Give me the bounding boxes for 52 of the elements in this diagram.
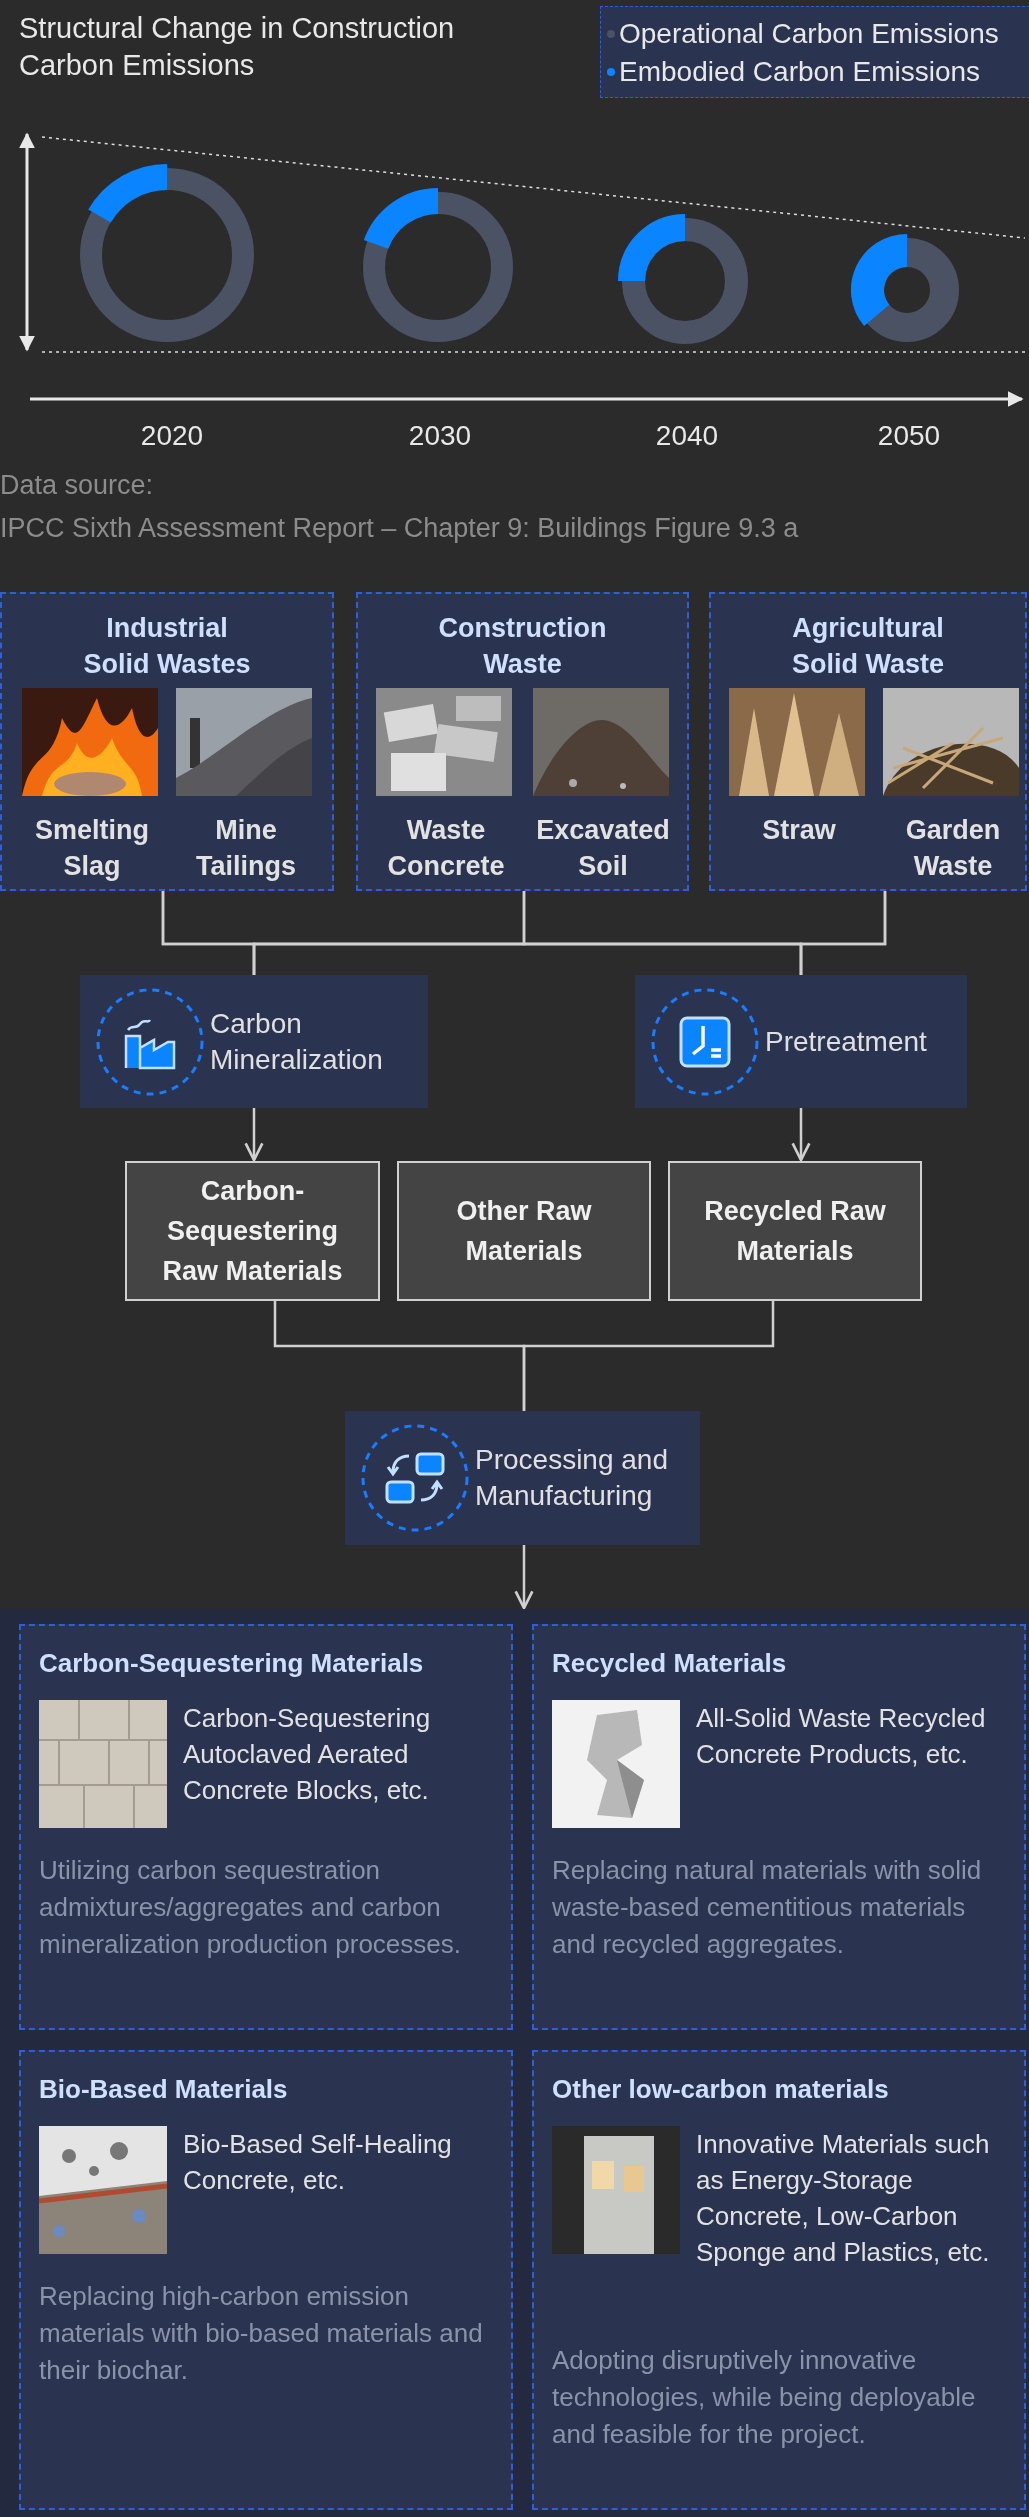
step-label: Processing and Manufacturing bbox=[475, 1443, 669, 1513]
image-caption: Excavated Soil bbox=[535, 814, 671, 883]
arrow bbox=[244, 1108, 264, 1162]
category-card bbox=[19, 1624, 513, 2030]
source-citation: IPCC Sixth Assessment Report – Chapter 9: Buildings Figure 9.3 a bbox=[0, 513, 799, 544]
step-label: Carbon Mineralization bbox=[210, 1006, 384, 1077]
year-label: 2040 bbox=[655, 420, 719, 452]
year-label: 2030 bbox=[408, 420, 472, 452]
category-card bbox=[19, 2050, 513, 2510]
step-label: Pretreatment bbox=[765, 1024, 927, 1059]
year-label: 2050 bbox=[877, 420, 941, 452]
group-box bbox=[709, 592, 1027, 891]
category-card bbox=[532, 2050, 1026, 2510]
arrow bbox=[791, 1108, 811, 1162]
card-item-text: All-Solid Waste Recycled Concrete Products, etc. bbox=[696, 1702, 987, 1771]
group-box bbox=[0, 592, 334, 891]
card-item-text: Carbon-Sequestering Autoclaved Aerated Concrete Blocks, etc. bbox=[183, 1702, 432, 1807]
card-heading: Other low-carbon materials bbox=[552, 2074, 889, 2105]
card-description: Adopting disruptively innovative technologies, while being deployable and feasible for the project. bbox=[552, 2344, 977, 2451]
raw-material-box: Other Raw Materials bbox=[397, 1161, 651, 1301]
card-heading: Recycled Materials bbox=[552, 1648, 787, 1679]
image-caption: Waste Concrete bbox=[386, 814, 506, 883]
group-box bbox=[356, 592, 689, 891]
image-caption: Smelting Slag bbox=[34, 814, 150, 883]
card-description: Utilizing carbon sequestration admixtures/aggregates and carbon mineralization production processes. bbox=[39, 1854, 462, 1961]
arrow bbox=[514, 1545, 534, 1610]
source-label: Data source: bbox=[0, 470, 154, 501]
group-title: Industrial Solid Wastes bbox=[82, 612, 252, 681]
category-card bbox=[532, 1624, 1026, 2030]
card-heading: Bio-Based Materials bbox=[39, 2074, 288, 2105]
group-title: Construction Waste bbox=[437, 612, 608, 681]
legend-text: Operational Carbon Emissions bbox=[619, 18, 999, 50]
card-item-text: Innovative Materials such as Energy-Storage Concrete, Low-Carbon Sponge and Plastics, etc. bbox=[696, 2128, 991, 2269]
card-description: Replacing high-carbon emission materials with bio-based materials and their biochar. bbox=[39, 2280, 484, 2387]
raw-material-box: Recycled Raw Materials bbox=[668, 1161, 922, 1301]
card-heading: Carbon-Sequestering Materials bbox=[39, 1648, 424, 1679]
connector-line bbox=[522, 1301, 775, 1411]
card-item-text: Bio-Based Self-Healing Concrete, etc. bbox=[183, 2128, 453, 2197]
legend-text: Embodied Carbon Emissions bbox=[619, 56, 981, 88]
image-caption: Straw bbox=[761, 814, 837, 847]
panel-background bbox=[0, 1609, 1029, 2517]
group-title: Agricultural Solid Waste bbox=[791, 612, 945, 681]
process-box bbox=[80, 975, 428, 1108]
raw-material-box: Carbon-Sequestering Raw Materials bbox=[125, 1161, 380, 1301]
card-description: Replacing natural materials with solid waste-based cementitious materials and recycled aggregates. bbox=[552, 1854, 983, 1961]
process-box bbox=[635, 975, 967, 1108]
year-label: 2020 bbox=[140, 420, 204, 452]
image-caption: Mine Tailings bbox=[195, 814, 297, 883]
image-caption: Garden Waste bbox=[904, 814, 1002, 883]
chart-title: Structural Change in Construction Carbon Emissions bbox=[19, 11, 456, 83]
process-box bbox=[345, 1411, 700, 1545]
connector-line bbox=[799, 891, 887, 975]
